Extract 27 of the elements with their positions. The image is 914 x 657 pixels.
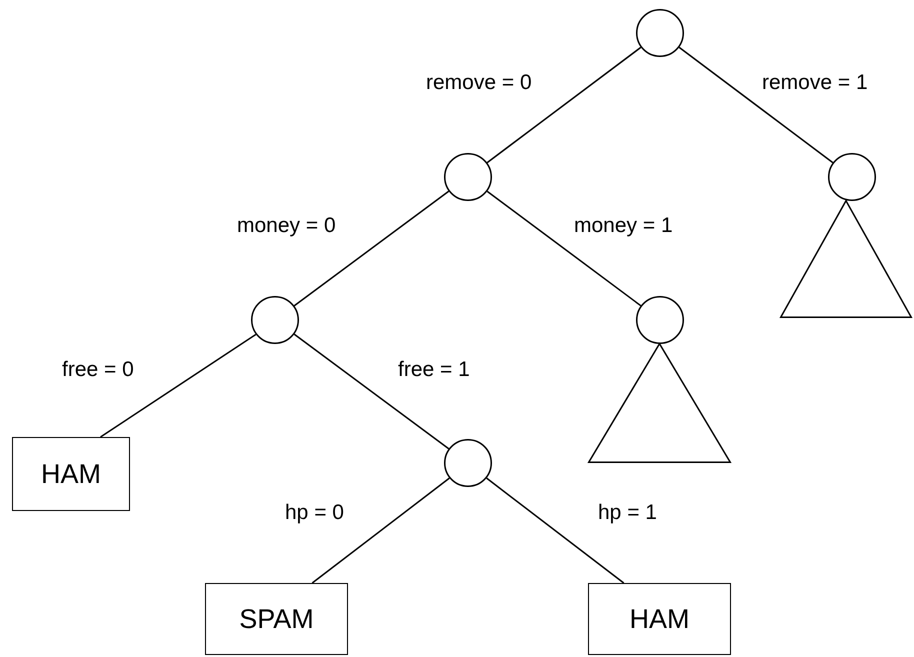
branch-line bbox=[294, 190, 450, 306]
decision-node bbox=[444, 153, 492, 201]
subtree-triangle bbox=[588, 343, 731, 463]
decision-node bbox=[828, 153, 876, 201]
leaf-node: HAM bbox=[588, 583, 731, 655]
edge-label: hp = 0 bbox=[285, 502, 344, 523]
branch-line bbox=[294, 334, 450, 450]
branch-line bbox=[486, 46, 642, 164]
decision-node bbox=[444, 439, 492, 487]
decision-node bbox=[636, 9, 684, 57]
subtree-triangle bbox=[780, 200, 912, 318]
branch-line bbox=[312, 478, 450, 584]
leaf-node: HAM bbox=[12, 437, 130, 511]
branch-line bbox=[100, 334, 256, 438]
edge-label: hp = 1 bbox=[598, 502, 657, 523]
decision-node bbox=[636, 296, 684, 344]
edge-label: free = 0 bbox=[62, 359, 134, 380]
edge-label: remove = 0 bbox=[426, 72, 532, 93]
branch-line bbox=[486, 190, 642, 306]
edge-label: money = 1 bbox=[574, 215, 673, 236]
branch-line bbox=[678, 46, 834, 164]
edge-label: money = 0 bbox=[237, 215, 336, 236]
edge-label: remove = 1 bbox=[762, 72, 868, 93]
branch-line bbox=[486, 478, 624, 584]
edge-label: free = 1 bbox=[398, 359, 470, 380]
decision-node bbox=[251, 296, 299, 344]
leaf-node: SPAM bbox=[205, 583, 348, 655]
